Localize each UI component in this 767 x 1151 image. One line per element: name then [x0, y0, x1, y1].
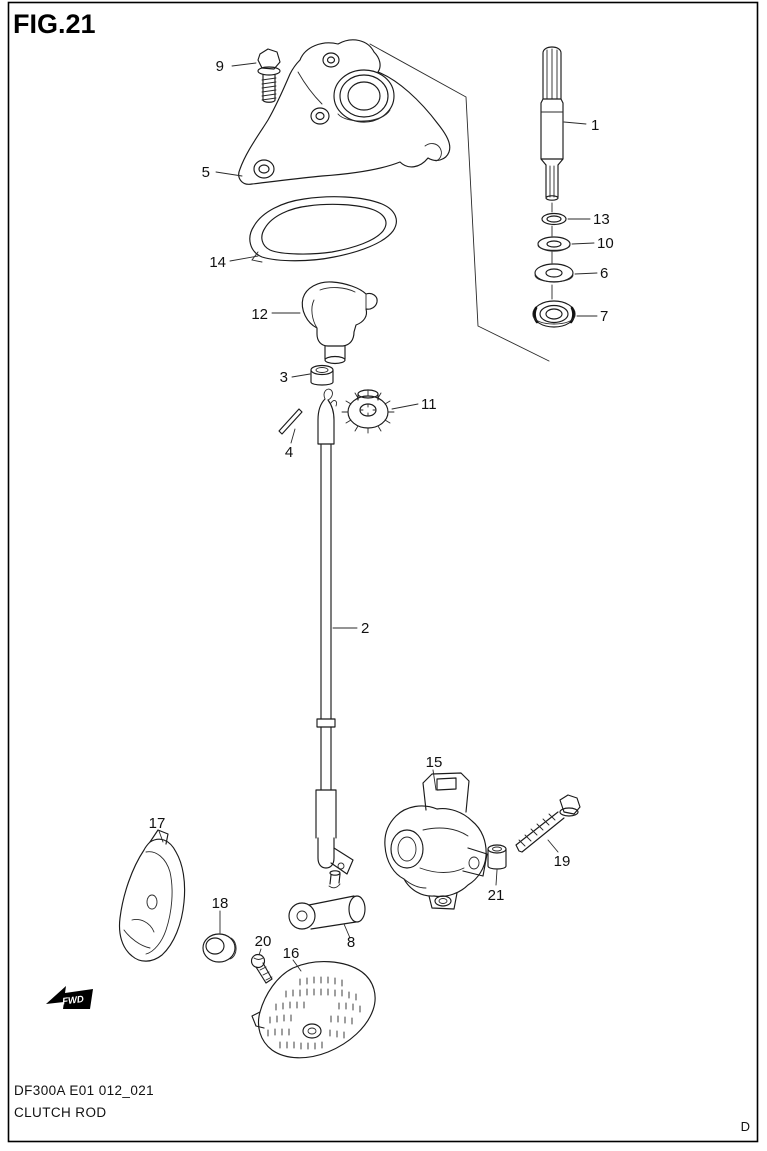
part-2-drawing — [315, 388, 354, 875]
part-label-19: 19 — [554, 853, 571, 870]
part-label-9: 9 — [216, 58, 224, 75]
leader-8 — [343, 923, 351, 939]
part-label-3: 3 — [280, 369, 288, 386]
part-4-drawing — [278, 408, 303, 435]
part-label-7: 7 — [600, 308, 608, 325]
part-label-2: 2 — [361, 620, 369, 637]
part-3-drawing — [310, 364, 334, 386]
part-label-6: 6 — [600, 265, 608, 282]
part-label-13: 13 — [593, 211, 610, 228]
part-16-drawing — [251, 961, 376, 1059]
leader-5 — [215, 171, 243, 177]
part-11-drawing — [341, 389, 395, 434]
part-14-drawing — [249, 196, 397, 263]
part-label-16: 16 — [283, 945, 300, 962]
part-17-drawing — [118, 829, 186, 962]
part-label-14: 14 — [209, 254, 226, 271]
page-border — [7, 1, 759, 1143]
fwd-label: FWD — [62, 994, 85, 1008]
part-label-4: 4 — [285, 444, 293, 461]
part-10-drawing — [537, 236, 571, 252]
part-label-18: 18 — [212, 895, 229, 912]
page-letter: D — [741, 1119, 750, 1134]
leader-16 — [292, 959, 302, 972]
part-label-10: 10 — [597, 235, 614, 252]
assembly-lines — [369, 43, 553, 362]
leader-3 — [291, 373, 311, 378]
part-label-21: 21 — [488, 887, 505, 904]
leader-19 — [547, 839, 559, 853]
leader-9 — [231, 62, 257, 67]
part-19-drawing — [515, 794, 581, 853]
leader-lines — [158, 62, 598, 972]
figure-title: FIG.21 — [13, 9, 96, 39]
part-8-drawing — [288, 870, 366, 930]
leader-15 — [432, 769, 437, 791]
part-label-5: 5 — [202, 164, 210, 181]
part-6-drawing — [534, 263, 574, 283]
leader-10 — [571, 242, 595, 245]
part-18-drawing — [202, 933, 237, 963]
leader-11 — [391, 403, 419, 410]
part-label-12: 12 — [251, 306, 268, 323]
part-13-drawing — [541, 212, 567, 226]
figure-caption: CLUTCH ROD — [14, 1105, 107, 1120]
part-7-drawing — [532, 300, 576, 328]
part-21-drawing — [487, 844, 507, 870]
leader-4 — [290, 428, 296, 444]
part-labels: 9 5 14 12 3 4 11 1 13 10 6 7 2 15 19 21 … — [149, 58, 614, 962]
part-label-17: 17 — [149, 815, 166, 832]
part-12-drawing — [301, 281, 378, 365]
part-20-drawing — [250, 953, 273, 984]
leader-21 — [495, 869, 498, 886]
part-label-20: 20 — [255, 933, 272, 950]
part-label-8: 8 — [347, 934, 355, 951]
part-1-drawing — [540, 46, 564, 201]
part-5-drawing — [238, 39, 451, 185]
part-label-11: 11 — [421, 396, 437, 413]
leader-1 — [563, 121, 587, 125]
leader-17 — [158, 830, 164, 843]
part-label-1: 1 — [591, 117, 599, 134]
leader-6 — [574, 272, 598, 275]
fwd-arrow: FWD — [46, 986, 93, 1009]
figure-code: DF300A E01 012_021 — [14, 1083, 154, 1098]
leader-14 — [229, 255, 259, 262]
part-15-drawing — [384, 772, 488, 910]
part-label-15: 15 — [426, 754, 443, 771]
part-9-drawing — [257, 48, 281, 103]
leader-20 — [258, 948, 262, 956]
